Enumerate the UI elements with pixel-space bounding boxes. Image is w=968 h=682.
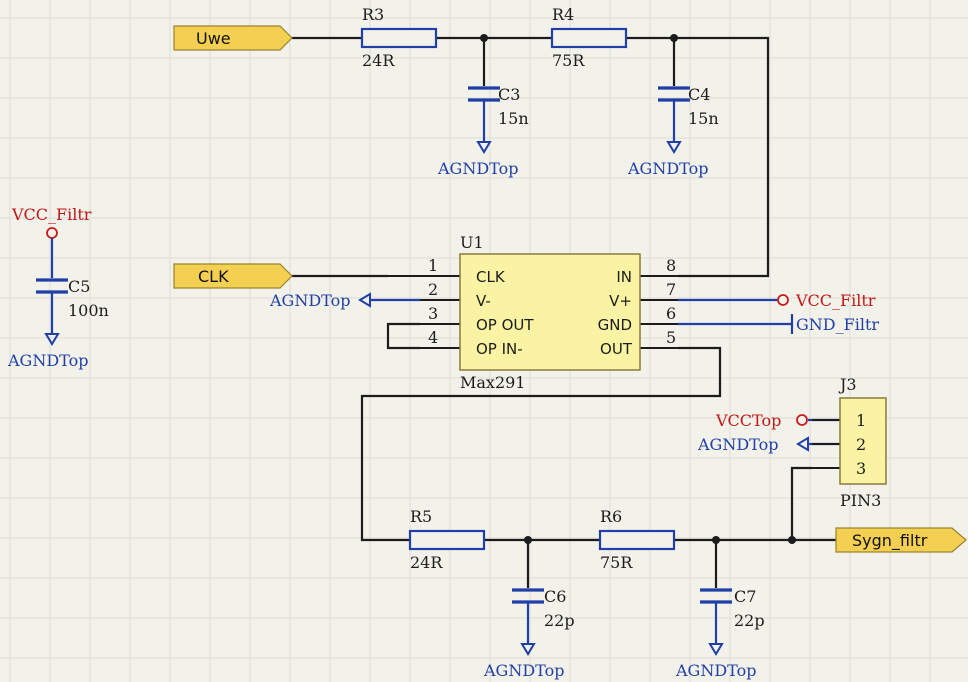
u1-pin8-num: 8 xyxy=(666,256,676,275)
r6-value: 75R xyxy=(600,553,633,572)
u1-pin6-ground: GND_Filtr xyxy=(790,314,879,334)
c5-value: 100n xyxy=(68,301,109,320)
resistor-r3[interactable]: R3 24R xyxy=(360,5,438,70)
port-clk-label: CLK xyxy=(198,267,229,286)
capacitor-c5[interactable]: VCC_Filtr C5 100n AGNDTop xyxy=(7,205,109,370)
u1-pin6-name: GND xyxy=(598,316,632,334)
port-uwe-label: Uwe xyxy=(196,29,231,48)
c5-ground-label: AGNDTop xyxy=(7,351,88,370)
ic-u1[interactable]: U1 Max291 1 2 3 4 CLK V- OP OUT OP IN- 8… xyxy=(388,233,678,392)
u1-pin6-ground-label: GND_Filtr xyxy=(796,315,879,334)
j3-pin2-ground-label: AGNDTop xyxy=(697,435,778,454)
port-sygn-filtr[interactable]: Sygn_filtr xyxy=(835,527,967,553)
c3-ref: C3 xyxy=(498,85,520,104)
port-sygn-filtr-label: Sygn_filtr xyxy=(852,531,928,551)
j3-pin1-power-label: VCCTop xyxy=(715,411,781,430)
u1-pin2-name: V- xyxy=(476,292,491,310)
c4-ground-label: AGNDTop xyxy=(627,159,708,178)
r3-ref: R3 xyxy=(362,5,384,24)
c7-ref: C7 xyxy=(734,587,756,606)
r4-ref: R4 xyxy=(552,5,574,24)
u1-pin4-name: OP IN- xyxy=(476,340,523,358)
j3-pin2-num: 2 xyxy=(856,435,866,454)
j3-ref: J3 xyxy=(838,375,857,394)
u1-pin3-name: OP OUT xyxy=(476,316,534,334)
resistor-r6[interactable]: R6 75R xyxy=(598,507,676,572)
c6-ground-label: AGNDTop xyxy=(483,661,564,680)
u1-pin7-num: 7 xyxy=(666,280,676,299)
r3-value: 24R xyxy=(362,51,395,70)
port-clk[interactable]: CLK xyxy=(173,263,293,289)
c7-value: 22p xyxy=(734,611,765,630)
u1-pin2-ground-label: AGNDTop xyxy=(269,291,350,310)
r6-ref: R6 xyxy=(600,507,622,526)
j3-pin3-num: 3 xyxy=(856,459,866,478)
c6-ref: C6 xyxy=(544,587,566,606)
r5-ref: R5 xyxy=(410,507,432,526)
capacitor-c4[interactable]: C4 15n AGNDTop xyxy=(627,85,719,178)
c5-power-label: VCC_Filtr xyxy=(11,205,92,224)
wires xyxy=(292,36,836,588)
u1-pin7-name: V+ xyxy=(609,292,632,310)
port-uwe[interactable]: Uwe xyxy=(173,25,293,51)
j3-pin1-num: 1 xyxy=(856,411,866,430)
u1-pin8-name: IN xyxy=(616,268,632,286)
u1-pin5-name: OUT xyxy=(600,340,633,358)
u1-pin1-name: CLK xyxy=(476,268,506,286)
j3-pin1-power: VCCTop xyxy=(715,411,808,430)
c3-ground-label: AGNDTop xyxy=(437,159,518,178)
c3-value: 15n xyxy=(498,109,529,128)
u1-pin6-num: 6 xyxy=(666,304,676,323)
u1-part: Max291 xyxy=(460,373,525,392)
c5-ref: C5 xyxy=(68,277,90,296)
j3-part: PIN3 xyxy=(840,491,881,510)
resistor-r5[interactable]: R5 24R xyxy=(408,507,486,572)
c6-value: 22p xyxy=(544,611,575,630)
connector-j3[interactable]: J3 PIN3 1 2 3 xyxy=(812,375,887,510)
c4-value: 15n xyxy=(688,109,719,128)
u1-pin1-num: 1 xyxy=(428,256,438,275)
u1-pin2-num: 2 xyxy=(428,280,438,299)
u1-pin4-num: 4 xyxy=(428,328,438,347)
c4-ref: C4 xyxy=(688,85,710,104)
u1-pin5-num: 5 xyxy=(666,328,676,347)
capacitor-c7[interactable]: C7 22p AGNDTop xyxy=(675,587,765,680)
u1-pin7-power-label: VCC_Filtr xyxy=(795,291,876,310)
u1-pin3-num: 3 xyxy=(428,304,438,323)
u1-pin2-ground: AGNDTop xyxy=(269,291,371,310)
j3-pin2-ground: AGNDTop xyxy=(697,435,809,454)
r5-value: 24R xyxy=(410,553,443,572)
resistor-r4[interactable]: R4 75R xyxy=(550,5,628,70)
u1-pin7-power: VCC_Filtr xyxy=(777,291,876,310)
r4-value: 75R xyxy=(552,51,585,70)
u1-ref: U1 xyxy=(460,233,484,252)
junction-dots xyxy=(480,34,796,544)
capacitor-c3[interactable]: C3 15n AGNDTop xyxy=(437,85,529,178)
c7-ground-label: AGNDTop xyxy=(675,661,756,680)
capacitor-c6[interactable]: C6 22p AGNDTop xyxy=(483,587,575,680)
